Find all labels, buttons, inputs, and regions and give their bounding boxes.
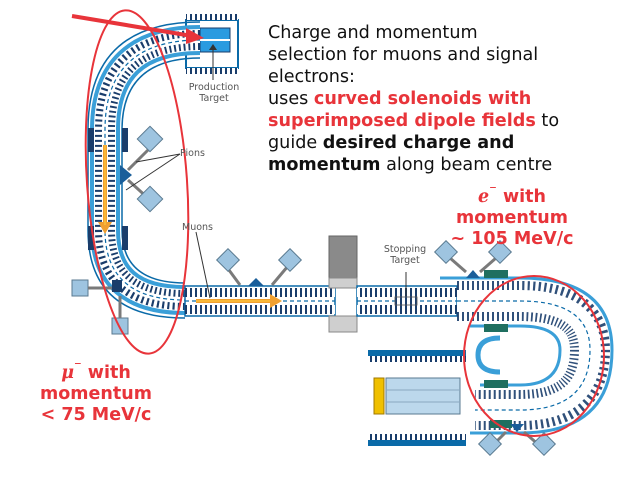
description-text: Charge and momentum selection for muons … (268, 22, 636, 176)
description-line-6-bold: desired charge and (322, 133, 515, 153)
description-line-4-plain: uses (268, 89, 314, 109)
detector-housing (368, 350, 466, 446)
muon-momentum-label: μ⁻ with momentum < 75 MeV/c (16, 356, 176, 426)
label-leaders (125, 44, 217, 299)
description-line-4: uses curved solenoids with (268, 88, 636, 110)
description-line-1: Charge and momentum (268, 23, 478, 43)
muon-arrow-right (196, 294, 282, 308)
production-target-label-line1: Production (188, 82, 240, 93)
description-line-5-highlight: superimposed dipole fields (268, 111, 536, 131)
description-line-7-bold: momentum (268, 155, 381, 175)
transport-solenoid-curve (87, 21, 201, 319)
electron-label-line-1: e⁻ with (422, 180, 602, 208)
detector-solenoid-straight (356, 272, 458, 317)
red-highlights (71, 9, 605, 437)
muon-symbol: μ (61, 362, 74, 383)
muons-label: Muons (182, 222, 214, 233)
pion-collimator-assembly (120, 125, 164, 213)
electron-charge: ⁻ (489, 182, 497, 199)
description-line-5-plain: to (535, 111, 560, 131)
electron-label-with: with (496, 186, 546, 207)
description-line-7-plain: along beam centre (380, 155, 553, 175)
muon-label-line-1: μ⁻ with (16, 356, 176, 384)
electron-spectrometer-curve (433, 239, 614, 457)
muon-charge: ⁻ (74, 358, 82, 375)
pion-arrow-down (98, 145, 112, 234)
production-target-label-line2: Target (199, 93, 229, 104)
electron-label-line-3: ~ 105 MeV/c (450, 228, 574, 249)
transport-solenoid-straight (184, 247, 336, 317)
stopping-target-label: Stopping Target (380, 244, 430, 266)
description-line-6-plain: guide (268, 133, 323, 153)
muon-label-with: with (81, 362, 131, 383)
description-line-4-highlight: curved solenoids with (313, 89, 532, 109)
description-line-6: guide desired charge and (268, 132, 636, 154)
muon-selection-ellipse (84, 9, 190, 355)
description-line-3: electrons: (268, 67, 355, 87)
description-line-5: superimposed dipole fields to (268, 110, 636, 132)
production-target-box (185, 14, 239, 74)
electron-selection-ellipse (463, 275, 605, 437)
pions-label: Pions (180, 148, 205, 159)
electron-symbol: e (478, 186, 490, 207)
grey-absorber-block (328, 235, 358, 333)
muon-label-line-3: < 75 MeV/c (40, 404, 152, 425)
electron-label-line-2: momentum (456, 207, 568, 228)
muon-label-line-2: momentum (40, 383, 152, 404)
electron-momentum-label: e⁻ with momentum ~ 105 MeV/c (422, 180, 602, 250)
description-line-7: momentum along beam centre (268, 154, 636, 176)
description-line-2: selection for muons and signal (268, 45, 539, 65)
stopping-target-label-line2: Target (390, 255, 420, 266)
stopping-target-label-line1: Stopping (383, 244, 427, 255)
production-target-label: Production Target (186, 82, 242, 104)
